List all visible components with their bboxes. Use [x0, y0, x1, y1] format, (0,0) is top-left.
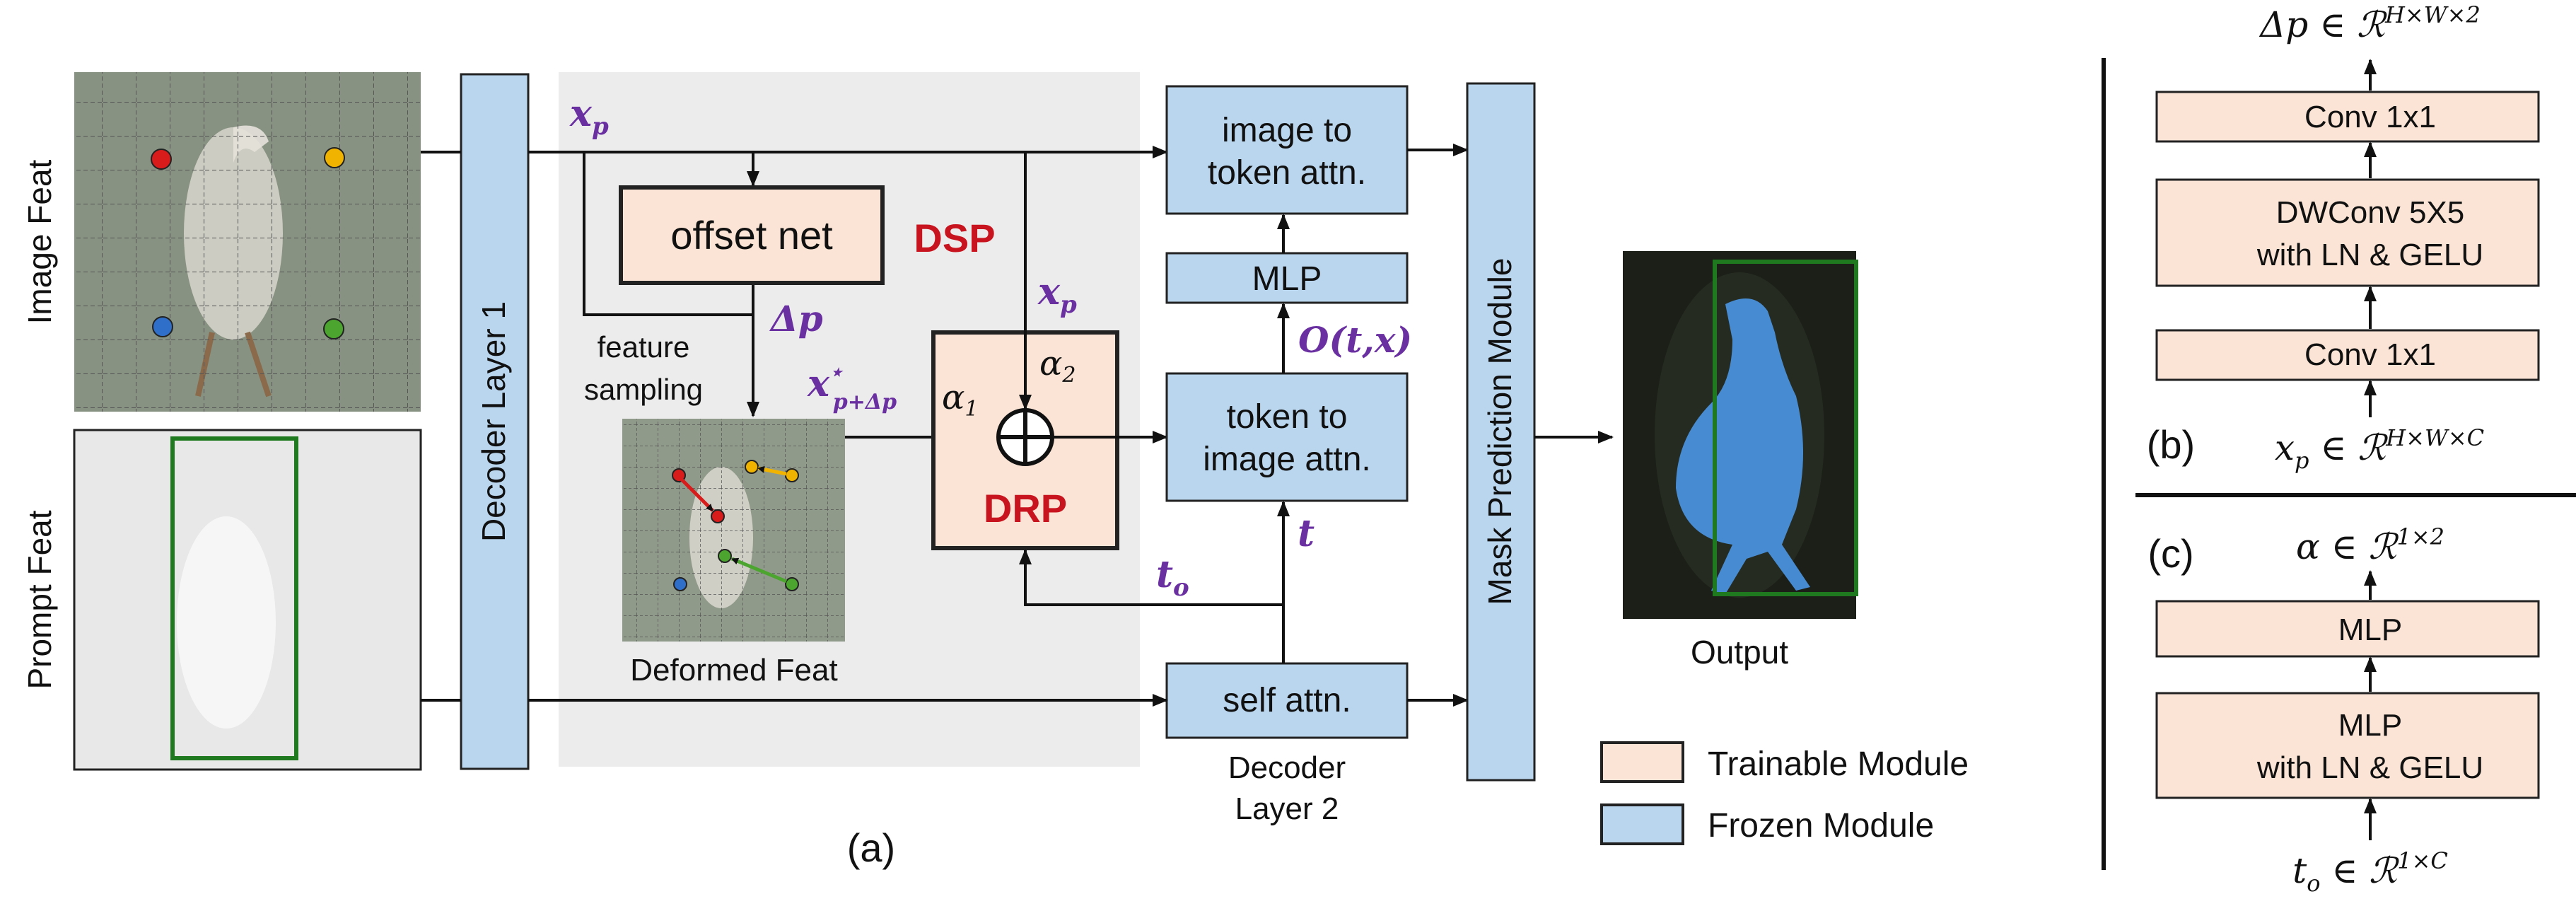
mlp-block [1165, 252, 1409, 304]
point-green [323, 318, 344, 340]
caption-c: (c) [2147, 531, 2193, 576]
image-feat-label: Image Feat [21, 159, 58, 324]
decoder-layer1-block [460, 73, 530, 770]
svg-text:α ∈ ℛ1×2: α ∈ ℛ1×2 [2296, 523, 2444, 567]
dwconv-block [2155, 178, 2540, 287]
conv-bottom-block [2155, 329, 2540, 381]
image-to-token-label-2: token attn. [1208, 154, 1366, 192]
output-label: Output [1691, 634, 1788, 671]
svg-text:x⋆p+Δp: x⋆p+Δp [807, 360, 897, 414]
t-label: t [1298, 512, 1315, 555]
feature-sampling-label-1: feature [598, 330, 690, 364]
mlp-top-label: MLP [2338, 613, 2402, 647]
offset-net-block [619, 185, 885, 285]
dwconv-label-1: DWConv 5X5 [2276, 195, 2465, 230]
token-to-image-block [1165, 372, 1409, 502]
svg-text:α2: α2 [1039, 344, 1076, 388]
segmentation-mask [1676, 298, 1810, 594]
xp-top-label: xp [569, 92, 609, 141]
alpha1-label: α1 [942, 378, 979, 422]
decoder-layer2-label-1: Decoder [1228, 750, 1346, 785]
offset-net-label: offset net [670, 213, 833, 257]
decoder-layer2-label-2: Layer 2 [1235, 791, 1339, 826]
to-label: to [1156, 553, 1189, 602]
mlp-top-block [2155, 600, 2540, 658]
prompt-box [170, 436, 298, 760]
token-to-image-label-2: image attn. [1203, 441, 1370, 478]
legend-trainable-swatch [1600, 741, 1684, 783]
conv-bottom-label: Conv 1x1 [2304, 337, 2436, 372]
xp-star-label: x⋆p+Δp [807, 360, 897, 414]
panel-b-bottom-label: xp ∈ ℛH×W×C [2275, 424, 2484, 474]
svg-text:xp: xp [1037, 270, 1077, 319]
decoder-layer1-label: Decoder Layer 1 [475, 301, 512, 542]
drp-label: DRP [984, 486, 1067, 530]
point-blue [152, 316, 173, 337]
token-to-image-label-1: token to [1227, 398, 1348, 436]
feature-sampling-label-2: sampling [584, 373, 703, 406]
caption-a: (a) [847, 825, 895, 870]
legend-frozen-swatch [1600, 803, 1684, 845]
mlp-bottom-block [2155, 692, 2540, 799]
legend-frozen-label: Frozen Module [1708, 807, 1934, 845]
svg-text:to ∈ ℛ1×C: to ∈ ℛ1×C [2292, 847, 2448, 897]
image-feat-panel [74, 72, 421, 412]
caption-b: (b) [2147, 422, 2195, 467]
prompt-feat-label: Prompt Feat [21, 510, 58, 689]
xp-mid-label: xp [1037, 270, 1077, 319]
mlp-label: MLP [1252, 260, 1322, 298]
point-yellow [324, 147, 345, 168]
output-box [1713, 260, 1858, 596]
deformed-feat-panel [622, 419, 845, 642]
panel-c-bottom-label: to ∈ ℛ1×C [2292, 847, 2448, 897]
panel-c-top-label: α ∈ ℛ1×2 [2296, 523, 2444, 567]
output-panel [1623, 251, 1858, 619]
svg-text:to: to [1156, 553, 1189, 602]
dsp-label: DSP [914, 216, 995, 260]
self-attn-label: self attn. [1223, 682, 1351, 719]
legend-trainable-label: Trainable Module [1708, 745, 1969, 783]
image-to-token-label-1: image to [1222, 112, 1352, 149]
svg-text:xp: xp [569, 92, 609, 141]
o-tx-label: O(t,x) [1298, 319, 1412, 361]
mlp-bottom-label-2: with LN & GELU [2256, 750, 2483, 785]
panel-b-top-label: Δp ∈ ℛH×W×2 [2259, 1, 2481, 45]
svg-text:xp ∈ ℛH×W×C: xp ∈ ℛH×W×C [2275, 424, 2484, 474]
alpha2-label: α2 [1039, 344, 1076, 388]
dwconv-label-2: with LN & GELU [2256, 238, 2483, 272]
mask-prediction-block [1466, 82, 1536, 782]
svg-text:Δp ∈ ℛH×W×2: Δp ∈ ℛH×W×2 [2259, 1, 2481, 45]
svg-text:α1: α1 [942, 378, 979, 422]
mask-prediction-label: Mask Prediction Module [1481, 258, 1518, 605]
delta-p-label: Δp [769, 298, 823, 340]
mlp-bottom-label-1: MLP [2338, 708, 2402, 743]
deformed-feat-label: Deformed Feat [630, 653, 837, 687]
prompt-feat-panel [73, 429, 422, 771]
conv-top-label: Conv 1x1 [2304, 100, 2436, 134]
point-red [151, 149, 172, 170]
image-to-token-block [1165, 85, 1409, 215]
